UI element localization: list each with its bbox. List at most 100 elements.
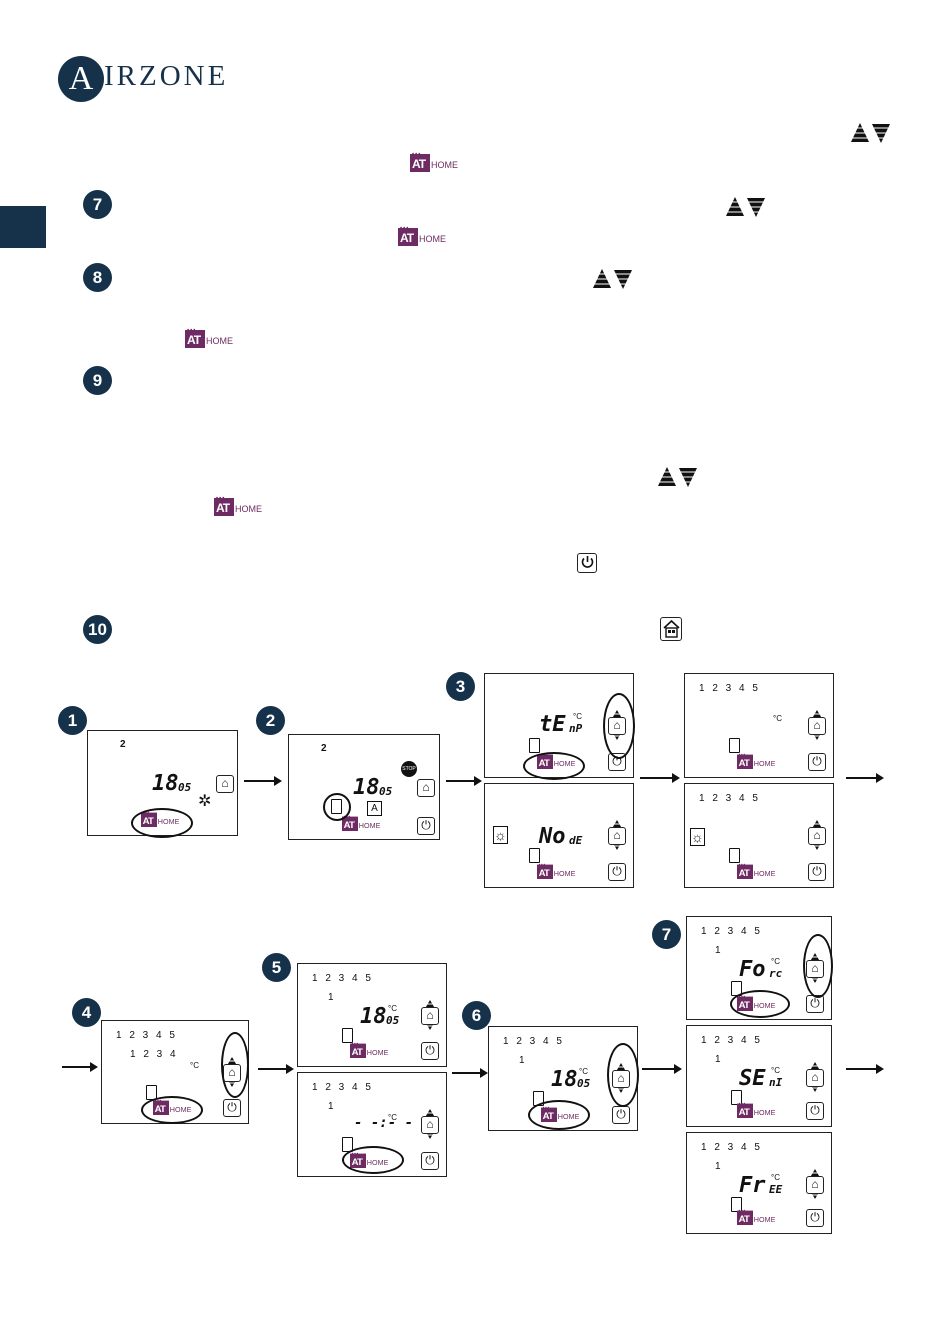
flow-arrow [62, 1062, 98, 1072]
display-text: No [539, 824, 566, 849]
home-button-icon: ⌂ [808, 827, 826, 845]
step-8-marker: 8 [83, 263, 112, 292]
flow-arrow [846, 1064, 884, 1074]
zone-number: 1 [715, 1054, 721, 1065]
highlight-oval [523, 752, 585, 780]
zone-row: 1 2 3 4 5 [701, 1035, 760, 1046]
celsius-unit: °C [388, 1113, 397, 1122]
home-icon [660, 617, 682, 641]
step-10-marker: 10 [83, 615, 112, 644]
home-button-icon: ⌂ [806, 1176, 824, 1194]
diagram-label-7: 7 [652, 920, 681, 949]
zone-number: 2 [321, 743, 327, 754]
diagram-label-2: 2 [256, 706, 285, 735]
highlight-oval [603, 693, 635, 759]
zone-row-selected: 1 2 3 4 [130, 1049, 176, 1060]
power-icon [577, 553, 597, 573]
display-text-small: rc [769, 967, 783, 980]
celsius-unit: °C [190, 1061, 199, 1070]
zone-row: 1 2 3 4 5 [503, 1036, 562, 1047]
zone-number: 1 [715, 1161, 721, 1172]
power-button-icon: ⏻ [808, 863, 826, 881]
highlight-oval [528, 1100, 590, 1130]
zone-number: 1 [328, 1101, 334, 1112]
diagram-label-1: 1 [58, 706, 87, 735]
power-button-icon: ⏻ [608, 863, 626, 881]
stop-icon: STOP [401, 761, 417, 777]
window-icon [342, 1028, 353, 1043]
zone-row: 1 2 3 4 5 [312, 973, 371, 984]
highlight-oval [607, 1043, 639, 1107]
display-text: Fo [739, 957, 766, 982]
time-blank: - -:- - [354, 1115, 414, 1131]
diagram-label-6: 6 [462, 1001, 491, 1030]
home-button-icon: ⌂ [216, 775, 234, 793]
time-hours: 18 [152, 771, 179, 796]
flow-arrow [446, 776, 482, 786]
window-icon [729, 738, 740, 753]
display-text: Fr [739, 1173, 766, 1198]
home-button-icon: ⌂ [417, 779, 435, 797]
highlight-oval [323, 793, 351, 821]
power-button-icon: ⏻ [421, 1042, 439, 1060]
time-hours: 18 [360, 1004, 387, 1029]
zone-row: 1 2 3 4 5 [701, 1142, 760, 1153]
home-button-icon: ⌂ [806, 1069, 824, 1087]
zone-row: 1 2 3 4 5 [699, 793, 758, 804]
celsius-unit: °C [579, 1067, 588, 1076]
time-minutes: 05 [178, 781, 192, 794]
time-hours: 18 [551, 1067, 578, 1092]
power-button-icon: ⏻ [806, 1102, 824, 1120]
auto-mode-icon: A [367, 801, 382, 816]
celsius-unit: °C [573, 712, 582, 721]
flow-arrow [452, 1068, 488, 1078]
celsius-unit: °C [771, 1173, 780, 1182]
highlight-oval [141, 1096, 203, 1124]
snowflake-icon: ✲ [198, 793, 212, 810]
celsius-unit: °C [388, 1004, 397, 1013]
zone-number: 1 [715, 945, 721, 956]
flow-arrow [640, 773, 680, 783]
zone-row: 1 2 3 4 5 [699, 683, 758, 694]
time-minutes: 05 [379, 785, 393, 798]
diagram-label-5: 5 [262, 953, 291, 982]
display-text-small: dE [569, 834, 583, 847]
display-text-small: nI [769, 1076, 783, 1089]
celsius-unit: °C [773, 714, 782, 723]
power-button-icon: ⏻ [808, 753, 826, 771]
power-button-icon: ⏻ [806, 1209, 824, 1227]
display-text-small: EE [769, 1183, 783, 1196]
highlight-oval [221, 1032, 249, 1098]
zone-row: 1 2 3 4 5 [116, 1030, 175, 1041]
airzone-logo-text: IRZONE [104, 60, 229, 92]
display-text: tE [539, 712, 566, 737]
power-button-icon: ⏻ [417, 817, 435, 835]
zone-row: 1 2 3 4 5 [701, 926, 760, 937]
display-text: SE [739, 1066, 766, 1091]
flow-arrow [244, 776, 282, 786]
diagram-label-3: 3 [446, 672, 475, 701]
up-down-arrows-icon [658, 467, 697, 487]
zone-number: 1 [328, 992, 334, 1003]
window-icon [731, 1090, 742, 1105]
step-9-marker: 9 [83, 366, 112, 395]
step-7-marker: 7 [83, 190, 112, 219]
time-minutes: 05 [386, 1014, 400, 1027]
up-down-arrows-icon [593, 269, 632, 289]
flow-arrow [846, 773, 884, 783]
power-button-icon: ⏻ [421, 1152, 439, 1170]
window-icon [529, 738, 540, 753]
diagram-label-4: 4 [72, 998, 101, 1027]
